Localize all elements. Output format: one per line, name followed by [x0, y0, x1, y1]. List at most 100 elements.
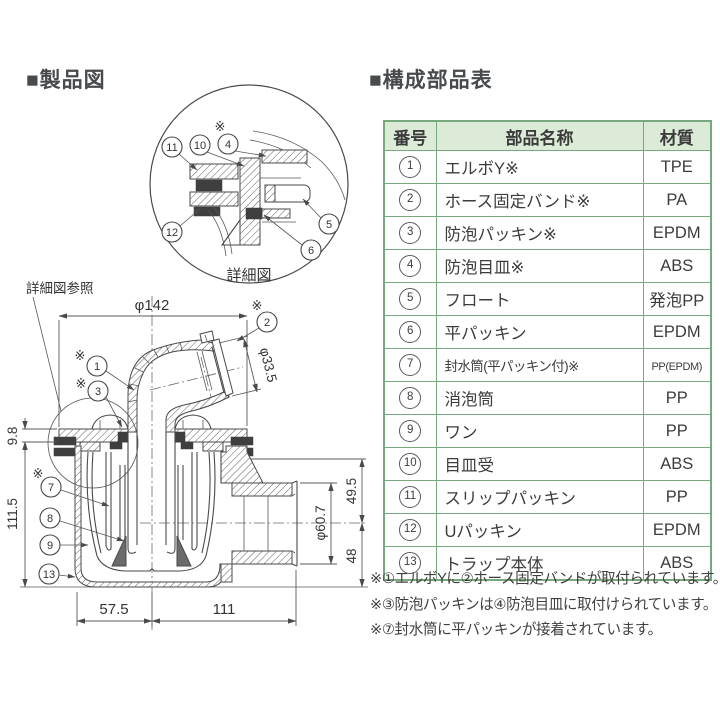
part-label-3: 3 [87, 380, 123, 428]
part-number-cell: 9 [383, 414, 437, 448]
part-label-10: 10 [189, 134, 245, 167]
svg-text:111: 111 [213, 601, 236, 618]
part-name-cell: 平パッキン [435, 315, 644, 349]
part-name: 平パッキン [444, 325, 527, 343]
svg-text:9: 9 [47, 540, 53, 552]
part-material-cell: PA [642, 183, 712, 217]
part-material: TPE [660, 157, 693, 176]
part-name-cell: エルボY※ [435, 150, 644, 184]
part-label-6: 6 [263, 214, 322, 261]
part-material-cell: PP [642, 381, 712, 415]
part-name: Uパッキン [444, 523, 522, 541]
circled-number: 9 [399, 420, 422, 442]
svg-text:3: 3 [95, 386, 101, 398]
detail-ref-label: 詳細図参照 [26, 280, 94, 296]
dim-outlet-heights: 49.5 48 [250, 458, 366, 588]
part-label-2: 2 [236, 311, 278, 342]
circled-number: 3 [399, 222, 422, 244]
svg-text:1: 1 [94, 361, 100, 373]
part-number-cell: 3 [383, 216, 437, 250]
part-name-cell: トラップ本体 [435, 546, 644, 581]
part-name-cell: 防泡目皿※ [435, 249, 644, 283]
part-material: ABS [660, 256, 694, 275]
part-number-cell: 12 [383, 513, 437, 547]
table-row: 3 防泡パッキン※ EPDM [383, 216, 712, 250]
part-name-cell: Uパッキン [435, 513, 644, 547]
part-material-cell: ABS [642, 447, 712, 481]
part-material-cell: ABS [642, 546, 712, 581]
part-material: EPDM [652, 223, 701, 242]
asterisk-mark: ※ [33, 466, 44, 481]
svg-text:49.5: 49.5 [344, 478, 359, 504]
part-label-4: 4 [217, 133, 267, 158]
part-material-cell: TPE [642, 150, 712, 184]
part-name: フロート [444, 292, 511, 310]
part-name: エルボY※ [444, 160, 519, 178]
circled-number: 5 [399, 288, 422, 310]
svg-text:2: 2 [264, 317, 270, 329]
part-material-cell: EPDM [642, 513, 712, 547]
part-material: ABS [660, 454, 694, 473]
part-material: EPDM [652, 322, 701, 341]
part-name-cell: 防泡パッキン※ [435, 216, 644, 250]
table-row: 13 トラップ本体 ABS [383, 546, 712, 581]
part-material-cell: PP(EPDM) [642, 348, 712, 382]
svg-text:12: 12 [166, 227, 178, 239]
part-material: PP [665, 388, 688, 407]
main-view: 詳細図参照 φ142 φ33.5 9.8 [5, 280, 368, 633]
svg-text:5: 5 [326, 219, 332, 231]
part-material-cell: 発泡PP [642, 282, 712, 316]
svg-text:9.8: 9.8 [5, 427, 20, 446]
parts-table-title: ■構成部品表 [369, 69, 493, 92]
product-drawing-title: ■製品図 [26, 69, 106, 92]
svg-text:φ142: φ142 [135, 297, 170, 314]
svg-text:8: 8 [47, 513, 53, 525]
table-row: 1 エルボY※ TPE [383, 150, 712, 184]
part-material-cell: EPDM [642, 315, 712, 349]
table-row: 5 フロート 発泡PP [383, 282, 712, 316]
part-material-cell: ABS [642, 249, 712, 283]
circled-number: 13 [399, 552, 422, 574]
dim-bottom-widths: 57.5 111 [76, 570, 297, 626]
part-name: スリップパッキン [444, 490, 577, 508]
table-header-row: 番号 部品名称 材質 [383, 120, 712, 151]
svg-text:13: 13 [43, 569, 55, 581]
part-name: ワン [444, 424, 478, 442]
asterisk-mark: ※ [215, 119, 226, 134]
part-material-cell: PP [642, 480, 712, 514]
part-label-11: 11 [161, 136, 198, 171]
part-name-cell: 封水筒(平パッキン付)※ [435, 348, 644, 382]
part-label-12: 12 [161, 207, 202, 243]
part-name: ホース固定バンド※ [444, 193, 591, 211]
table-row: 8 消泡筒 PP [383, 381, 712, 415]
detail-view: ※ 11 10 4 5 6 [149, 84, 349, 284]
asterisk-mark: ※ [75, 348, 86, 363]
parts-table: 番号 部品名称 材質 1 エルボY※ TPE 2 ホース固定バンド※ [383, 120, 712, 581]
asterisk-mark: ※ [252, 298, 263, 313]
part-material: PP [665, 487, 688, 506]
parts-table-body: 1 エルボY※ TPE 2 ホース固定バンド※ PA 3 [383, 150, 712, 581]
part-material: PA [666, 190, 688, 209]
part-number-cell: 5 [383, 282, 437, 316]
part-material-cell: PP [642, 414, 712, 448]
part-label-1: 1 [86, 355, 135, 391]
table-row: 6 平パッキン EPDM [383, 315, 712, 349]
inner-tubes [86, 432, 216, 572]
part-number-cell: 8 [383, 381, 437, 415]
circled-number: 10 [399, 453, 422, 475]
part-material: EPDM [652, 520, 701, 539]
part-name-cell: 目皿受 [435, 447, 644, 481]
part-label-5: 5 [302, 198, 340, 235]
part-number-cell: 7 [383, 348, 437, 382]
circled-number: 1 [399, 156, 422, 178]
svg-text:φ33.5: φ33.5 [257, 346, 280, 384]
svg-text:6: 6 [308, 245, 314, 257]
table-row: 9 ワン PP [383, 414, 712, 448]
header-material: 材質 [642, 120, 712, 151]
svg-text:57.5: 57.5 [99, 601, 128, 618]
svg-text:111.5: 111.5 [5, 498, 20, 530]
circled-number: 11 [399, 486, 422, 508]
part-label-9: 9 [39, 534, 89, 556]
part-material: ABS [660, 553, 694, 572]
circled-number: 12 [399, 519, 422, 541]
